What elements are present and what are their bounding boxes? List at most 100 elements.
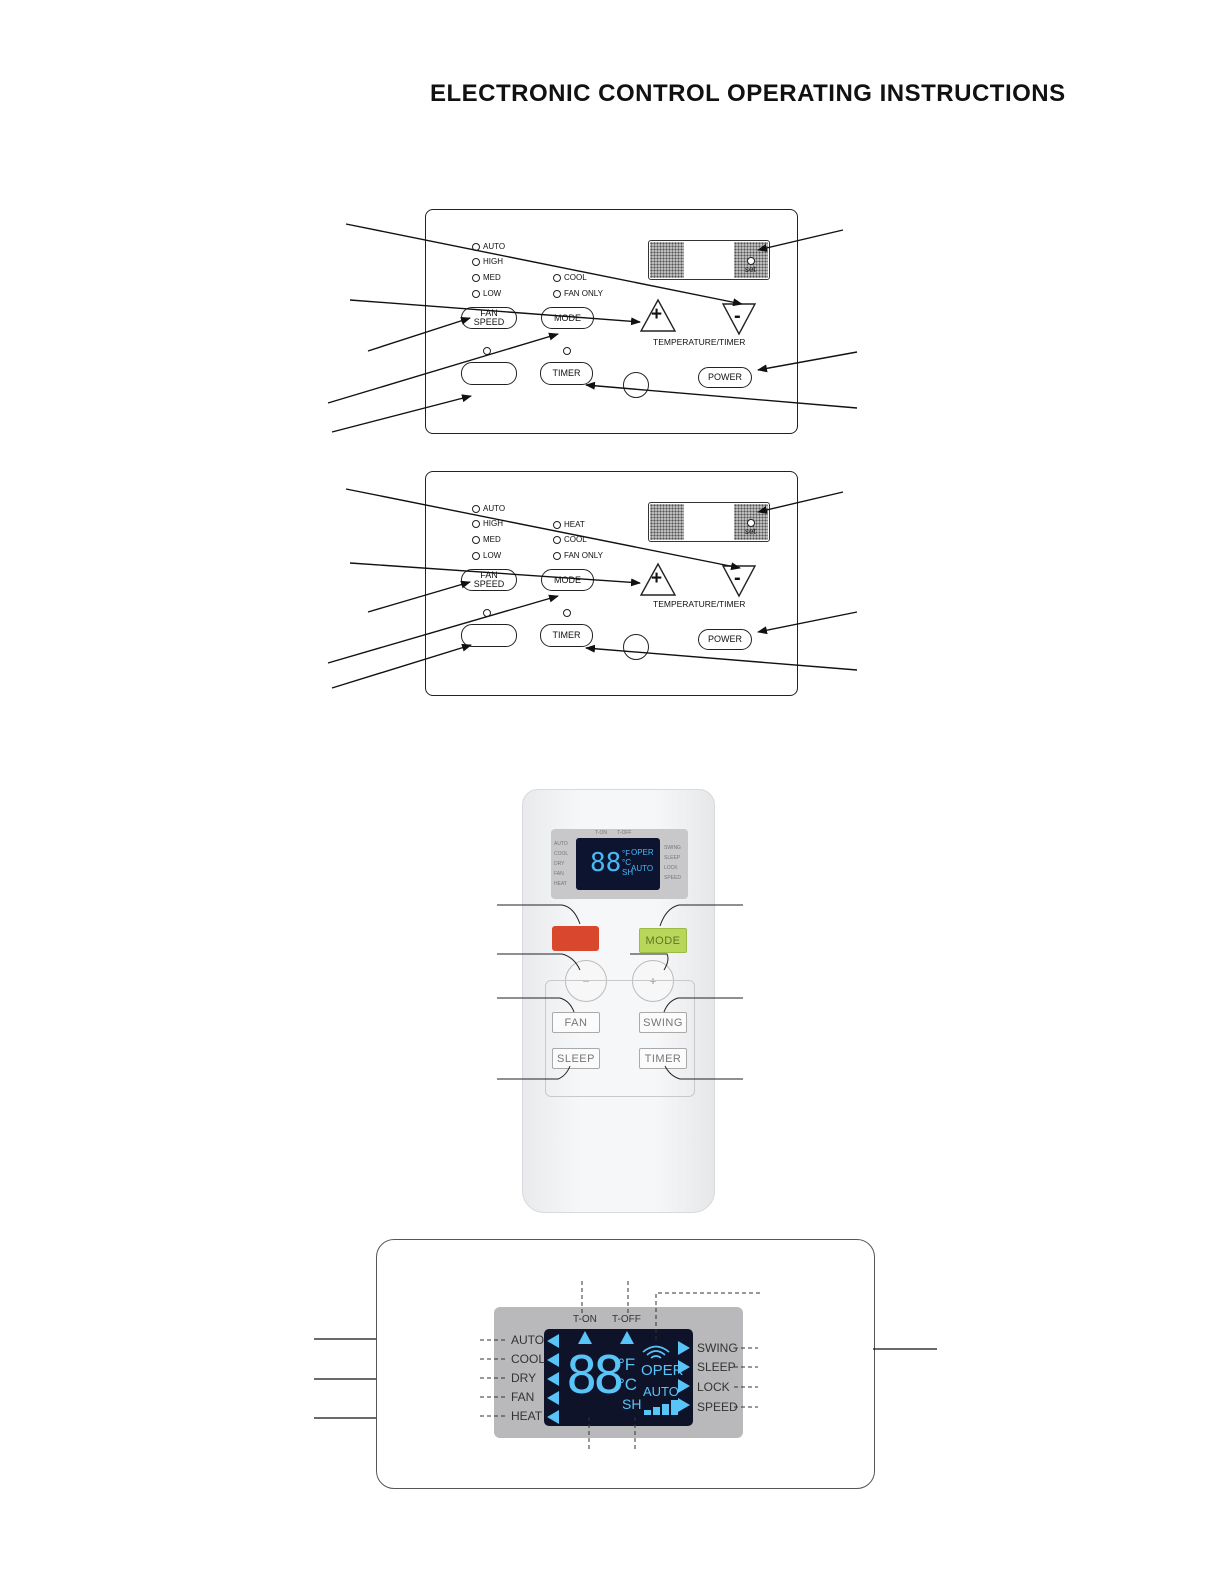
- led-label: FAN ONLY: [564, 289, 603, 298]
- set-led: [747, 257, 755, 265]
- timer-button[interactable]: TIMER: [540, 362, 593, 385]
- led-label: AUTO: [483, 504, 506, 513]
- led-high: HIGH: [472, 257, 503, 266]
- lcd-mode-lock: LOCK: [697, 1380, 730, 1394]
- lcd-mode-cool: COOL: [511, 1352, 546, 1366]
- led-label: MED: [483, 535, 501, 544]
- remote-lcd-unit-c: °C: [622, 858, 631, 867]
- callout-arrow: [585, 381, 858, 409]
- remote-t-off-label: T-OFF: [617, 830, 632, 836]
- led-label: COOL: [564, 535, 587, 544]
- remote-swing-button[interactable]: SWING: [639, 1012, 687, 1033]
- led-indicator: [553, 273, 561, 282]
- set-label: set: [745, 265, 756, 274]
- lcd-left-arrow: [547, 1391, 559, 1405]
- temperature-timer-label: TEMPERATURE/TIMER: [653, 599, 746, 609]
- led-label: AUTO: [483, 242, 506, 251]
- remote-mode-speed: SPEED: [664, 875, 681, 881]
- temp-plus-button[interactable]: +: [638, 298, 678, 334]
- control-panel-heat-cool: AUTO HIGH MED LOW HEAT COOL FAN ONLY FAN…: [425, 471, 798, 696]
- minus-symbol: -: [734, 305, 741, 327]
- signal-waves-icon: [642, 1345, 670, 1359]
- remote-lcd-auto: AUTO: [631, 864, 654, 873]
- fan-speed-label-1: FAN: [480, 570, 498, 580]
- remote-sleep-button[interactable]: SLEEP: [552, 1048, 600, 1069]
- remote-lcd-unit-f: °F: [622, 849, 631, 858]
- callout-line: [630, 953, 669, 971]
- set-label: set: [745, 527, 756, 536]
- fan-speed-label-1: FAN: [480, 308, 498, 318]
- callout-arrow: [327, 332, 559, 404]
- unlabeled-button[interactable]: [461, 362, 517, 385]
- lcd-mode-heat: HEAT: [511, 1409, 543, 1423]
- callout-arrow: [757, 229, 844, 252]
- lcd-t-on-arrow: [578, 1331, 592, 1344]
- lcd-mode-speed: SPEED: [697, 1400, 738, 1414]
- remote-mode-heat: HEAT: [554, 881, 567, 887]
- led-indicator: [553, 551, 561, 560]
- remote-lcd-screen: 88 °F °C SH OPER AUTO: [576, 838, 660, 890]
- display-hatch-left: [650, 242, 684, 278]
- led-label: LOW: [483, 289, 502, 298]
- lcd-left-arrow: [547, 1410, 559, 1424]
- indicator-led: [563, 609, 571, 617]
- callout-arrow: [331, 643, 472, 689]
- remote-lcd-digits: 88: [590, 848, 622, 878]
- callout-arrow: [327, 594, 559, 664]
- remote-minus-button[interactable]: −: [565, 960, 607, 1002]
- lcd-detail-segments: [547, 1331, 690, 1424]
- callout-arrow: [331, 394, 472, 433]
- remote-plus-button[interactable]: +: [632, 960, 674, 1002]
- lcd-t-off-arrow: [620, 1331, 634, 1344]
- remote-mode-cool: COOL: [554, 851, 569, 857]
- led-fan-only: FAN ONLY: [553, 551, 603, 560]
- remote-sensor: [623, 634, 649, 660]
- remote-control: T-ON T-OFF AUTO COOL DRY FAN HEAT SWING …: [522, 789, 715, 1213]
- callout-line: [497, 953, 581, 971]
- lcd-speed-bar: [662, 1404, 669, 1415]
- lcd-left-arrow: [547, 1334, 559, 1348]
- callout-line: [663, 997, 743, 1013]
- lcd-sh: SH: [622, 1396, 642, 1412]
- unlabeled-button[interactable]: [461, 624, 517, 647]
- remote-mode-dry: DRY: [554, 861, 565, 867]
- callout-arrow: [757, 351, 858, 373]
- callout-line: [664, 1065, 743, 1080]
- lcd-auto: AUTO: [643, 1384, 679, 1399]
- remote-mode-button[interactable]: MODE: [639, 928, 687, 953]
- power-button[interactable]: POWER: [698, 629, 752, 650]
- minus-symbol: -: [734, 567, 741, 589]
- remote-timer-button[interactable]: TIMER: [639, 1048, 687, 1069]
- led-label: HIGH: [483, 257, 503, 266]
- fan-speed-label-2: SPEED: [473, 579, 505, 589]
- remote-mode-sleep: SLEEP: [664, 855, 681, 861]
- indicator-led: [483, 347, 491, 355]
- timer-button[interactable]: TIMER: [540, 624, 593, 647]
- temp-plus-button[interactable]: +: [638, 562, 678, 598]
- led-heat: HEAT: [553, 520, 585, 529]
- remote-mode-fan: FAN: [554, 871, 564, 877]
- fan-speed-label-2: SPEED: [473, 317, 505, 327]
- callout-arrow: [585, 644, 858, 671]
- power-button[interactable]: POWER: [698, 367, 752, 388]
- remote-fan-button[interactable]: FAN: [552, 1012, 600, 1033]
- led-auto: AUTO: [472, 504, 505, 513]
- callout-line: [497, 997, 575, 1013]
- led-cool: COOL: [553, 535, 587, 544]
- lcd-mode-dry: DRY: [511, 1371, 537, 1385]
- fan-speed-button[interactable]: FAN SPEED: [461, 569, 517, 591]
- led-low: LOW: [472, 551, 501, 560]
- callout-arrow: [345, 488, 741, 571]
- callout-arrow: [349, 299, 641, 326]
- remote-sensor: [623, 372, 649, 398]
- remote-lcd-sh: SH: [622, 868, 634, 877]
- remote-power-button[interactable]: [552, 926, 599, 951]
- lcd-right-arrow: [678, 1360, 690, 1374]
- led-med: MED: [472, 535, 501, 544]
- led-indicator: [553, 535, 561, 544]
- temperature-display: set: [648, 240, 770, 280]
- plus-symbol: +: [651, 568, 663, 589]
- triangle-up-icon: [639, 562, 677, 596]
- remote-mode-auto: AUTO: [554, 841, 568, 847]
